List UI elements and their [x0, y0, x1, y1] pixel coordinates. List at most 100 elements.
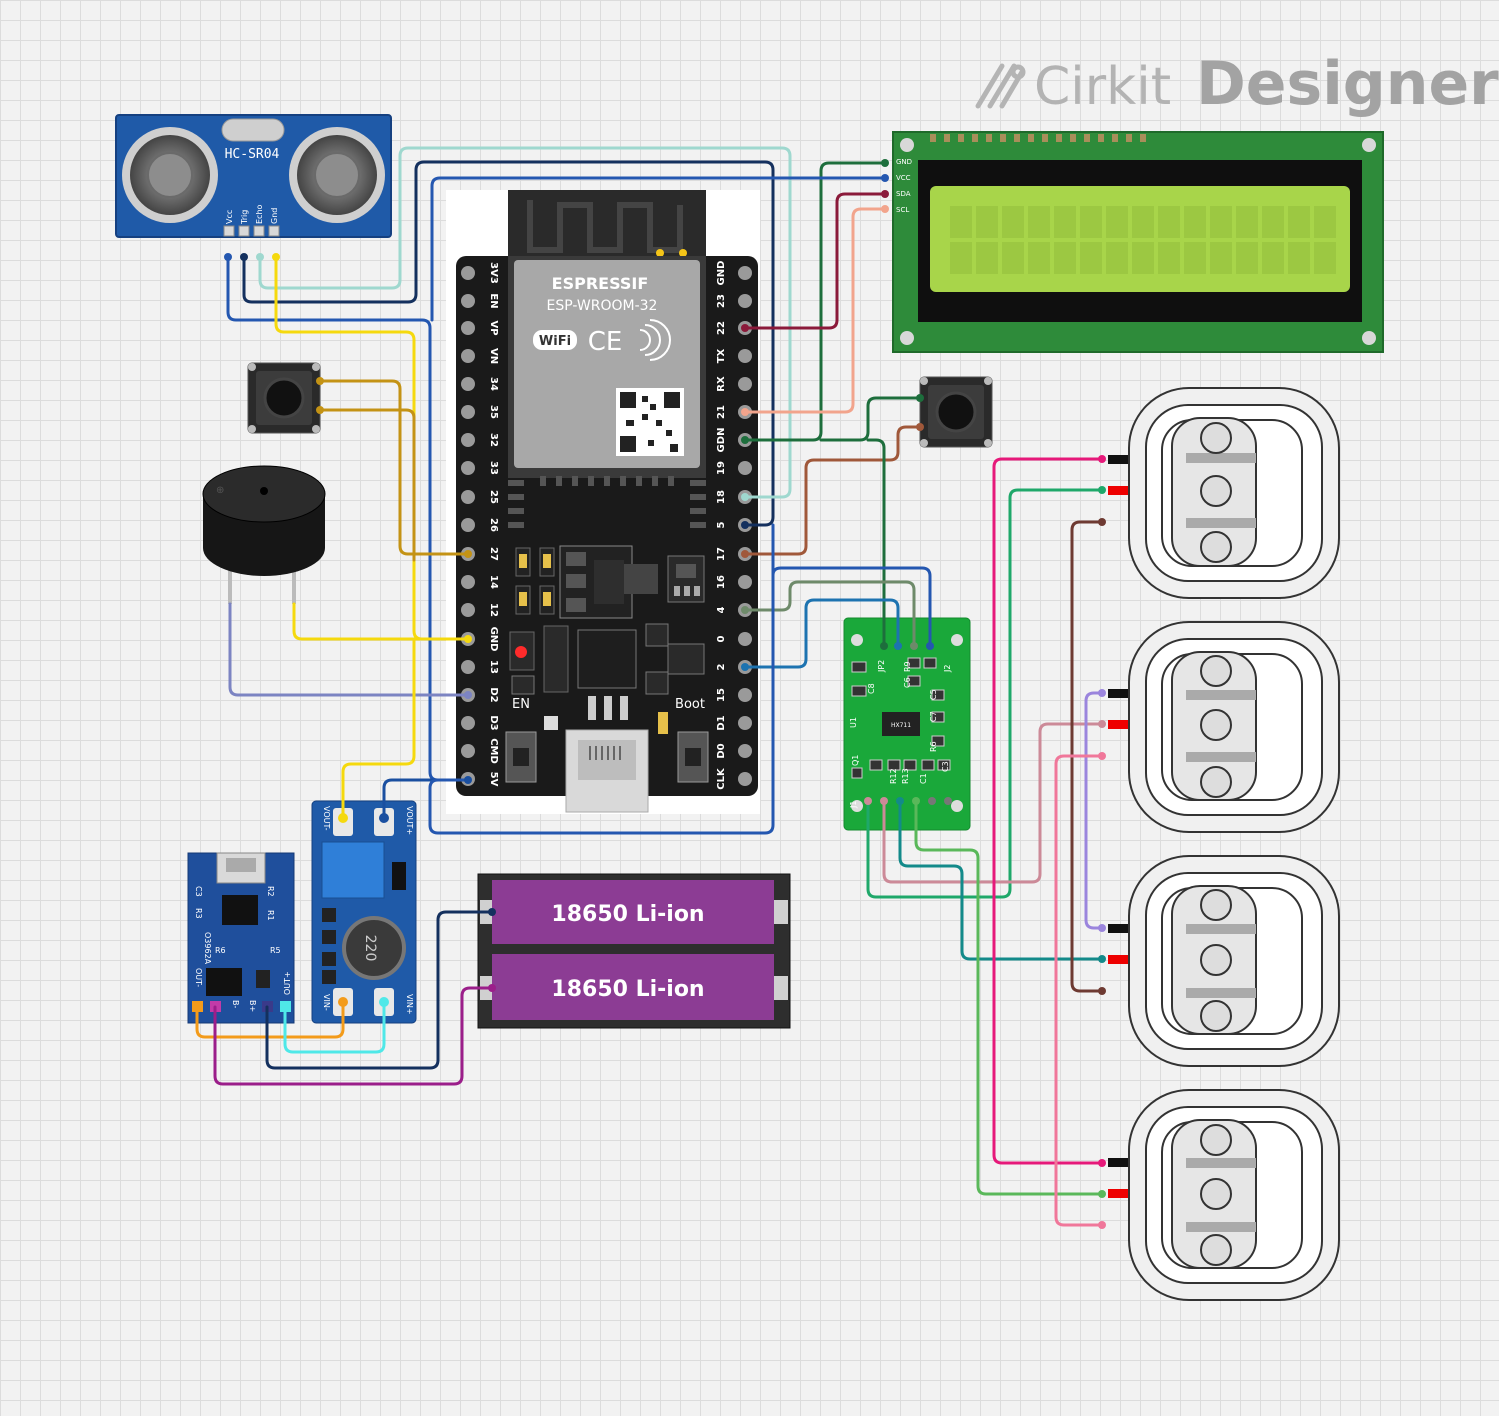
esp32-pin-left[interactable]: [461, 405, 475, 419]
push-button-1[interactable]: [247, 362, 321, 434]
hcsr04-sensor[interactable]: HC-SR04 Vcc Trig Echo Gnd: [115, 114, 392, 238]
piezo-buzzer[interactable]: ⊕: [202, 465, 326, 604]
wire-button1-to-gpio27[interactable]: [318, 379, 470, 556]
esp32-pin-right[interactable]: [738, 461, 752, 475]
esp32-right-pin-label: 0: [716, 635, 727, 642]
wire-hx711-dt[interactable]: [743, 580, 916, 646]
wifi-logo: WiFi: [539, 334, 571, 349]
push-button-2[interactable]: [919, 376, 993, 448]
wire-charger-b-minus[interactable]: [213, 986, 494, 1086]
load-cell-1[interactable]: [1108, 387, 1340, 599]
wire-hx711-e-minus[interactable]: [882, 722, 1104, 884]
wire-buzzer-to-d2[interactable]: [228, 602, 470, 697]
hx711-amplifier[interactable]: HX711 JP2 R9 C6 C7 C5 R6 C3 R13 R12 C8 C…: [843, 617, 971, 831]
micro-usb-port[interactable]: [565, 729, 649, 813]
hx711-label: JP2: [877, 660, 886, 673]
wire-charger-out-minus[interactable]: [195, 1000, 345, 1039]
esp32-pin-right[interactable]: [738, 294, 752, 308]
hcsr04-pin-gnd[interactable]: [268, 225, 280, 237]
esp32-pin-right[interactable]: [738, 772, 752, 786]
hcsr04-pin-vcc[interactable]: [223, 225, 235, 237]
esp32-pin-left[interactable]: [461, 266, 475, 280]
esp32-right-pin-label: 16: [716, 575, 727, 589]
potentiometer[interactable]: [321, 841, 385, 899]
load-cell-2[interactable]: [1108, 621, 1340, 833]
esp32-pin-left[interactable]: [461, 461, 475, 475]
esp32-left-pin-label: GND: [488, 627, 499, 652]
esp32-left-pin-label: VP: [488, 320, 499, 335]
esp32-pin-left[interactable]: [461, 744, 475, 758]
wire-hcsr04-vcc[interactable]: [226, 255, 470, 782]
esp32-pin-right[interactable]: [738, 266, 752, 280]
wire-boost-vout-minus[interactable]: [341, 637, 416, 820]
wire-board-gnd-loop[interactable]: [428, 573, 775, 835]
wire-buzzer-to-gnd[interactable]: [292, 602, 470, 641]
esp32-pin-right[interactable]: [738, 349, 752, 363]
mt3608-boost-converter[interactable]: 220 VOUT- VOUT+ VIN- VIN+: [311, 800, 417, 1024]
esp32-pin-left[interactable]: [461, 660, 475, 674]
hx711-label: Q1: [851, 755, 860, 766]
wire-hcsr04-trig[interactable]: [242, 160, 775, 527]
hx711-label: C7: [929, 711, 938, 722]
battery-holder-2x18650[interactable]: 18650 Li-ion 18650 Li-ion: [477, 873, 791, 1029]
esp32-pin-right[interactable]: [738, 744, 752, 758]
esp32-left-pin-label: 3V3: [488, 262, 499, 284]
esp32-pin-left[interactable]: [461, 603, 475, 617]
esp32-pin-left[interactable]: [461, 490, 475, 504]
charger-out-minus-label: OUT-: [194, 968, 203, 987]
esp32-pin-right[interactable]: [738, 716, 752, 730]
battery-cell-1-label: 18650 Li-ion: [551, 902, 704, 927]
buzzer-plus-mark: ⊕: [216, 485, 224, 496]
wire-cell-pink[interactable]: [1054, 754, 1104, 1227]
esp32-pin-right[interactable]: [738, 688, 752, 702]
wire-hcsr04-gnd[interactable]: [274, 255, 470, 641]
load-cell-4[interactable]: [1108, 1089, 1340, 1301]
esp32-pin-left[interactable]: [461, 716, 475, 730]
hcsr04-pin-trig[interactable]: [238, 225, 250, 237]
esp32-devkit[interactable]: ESPRESSIF ESP-WROOM-32 WiFi CE: [446, 190, 760, 814]
wire-lcd-vcc[interactable]: [430, 176, 887, 322]
wire-lcd-gnd[interactable]: [743, 161, 887, 442]
esp32-right-pin-label: 21: [716, 405, 727, 419]
wire-hx711-a-minus[interactable]: [898, 799, 1104, 961]
esp32-pin-right[interactable]: [738, 632, 752, 646]
wire-cell-violet[interactable]: [1084, 691, 1104, 930]
wire-hcsr04-echo[interactable]: [258, 146, 792, 499]
wire-button2-gpio17[interactable]: [743, 425, 922, 556]
wire-hx711-sck[interactable]: [743, 598, 900, 669]
lcd-16x2-i2c[interactable]: GND VCC SDA SCL: [892, 131, 1384, 353]
wire-hx711-vcc[interactable]: [771, 523, 932, 646]
charger-r5-label: R5: [270, 946, 281, 955]
esp32-left-pin-label: 14: [488, 575, 499, 589]
wire-lcd-sda[interactable]: [743, 192, 887, 330]
hcsr04-model-label: HC-SR04: [225, 147, 280, 162]
wire-button2-gnd[interactable]: [819, 396, 922, 442]
hcsr04-pin-echo[interactable]: [253, 225, 265, 237]
ce-mark: CE: [588, 327, 623, 357]
wire-button1-to-gnd[interactable]: [318, 408, 416, 562]
wire-charger-b-plus[interactable]: [265, 910, 494, 1070]
esp32-pin-left[interactable]: [461, 349, 475, 363]
wire-boost-vout-plus[interactable]: [382, 778, 470, 820]
esp32-pin-right[interactable]: [738, 575, 752, 589]
esp32-pin-left[interactable]: [461, 294, 475, 308]
board-components: [509, 545, 705, 734]
esp32-pin-left[interactable]: [461, 518, 475, 532]
esp32-pin-left[interactable]: [461, 321, 475, 335]
hx711-chip: [882, 712, 920, 736]
esp32-pin-right[interactable]: [738, 377, 752, 391]
esp32-pin-left[interactable]: [461, 433, 475, 447]
charger-chip-label: O3962A: [203, 932, 212, 965]
wire-charger-out-plus[interactable]: [283, 1000, 386, 1054]
tp4056-charger[interactable]: OUT- OUT+ B- B+ R1 R2 R3 R5 R6 C3 O3962A: [187, 852, 295, 1024]
load-cell-3[interactable]: [1108, 855, 1340, 1067]
wire-hx711-a-plus[interactable]: [914, 799, 1104, 1196]
esp32-pin-left[interactable]: [461, 377, 475, 391]
hx711-label: C3: [941, 761, 950, 772]
esp32-pin-left[interactable]: [461, 575, 475, 589]
wire-cell-magenta[interactable]: [992, 457, 1104, 1165]
wire-hx711-gnd[interactable]: [866, 438, 886, 646]
wire-hx711-e-plus[interactable]: [866, 488, 1104, 899]
wire-lcd-scl[interactable]: [743, 207, 887, 414]
wire-endpoints: [224, 159, 1106, 1229]
